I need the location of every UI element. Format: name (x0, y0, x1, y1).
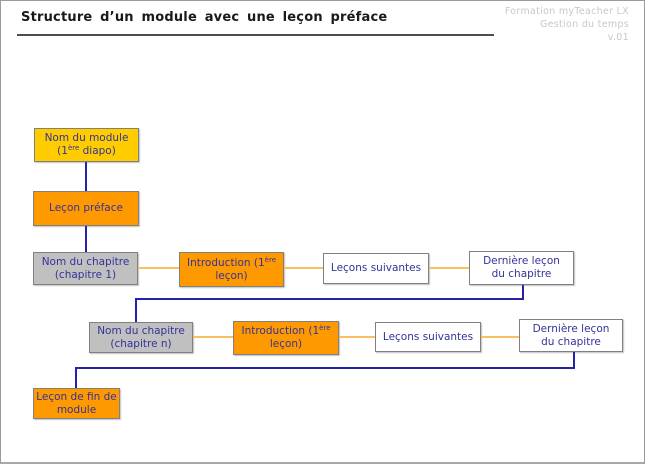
connector-chapitren-intro (193, 336, 233, 338)
slide-meta: Formation myTeacher LX Gestion du temps … (505, 5, 629, 44)
connector-row4-to-fin (75, 367, 77, 388)
connector-row4-across (75, 367, 575, 369)
connector-row3-to-chapitren (135, 298, 137, 322)
node-chapitre-1: Nom du chapitre (chapitre 1) (33, 252, 138, 285)
connector-intron-suivantes (339, 336, 375, 338)
connector-suivantes1-derniere (429, 267, 469, 269)
connector-chapitre1-intro (138, 267, 179, 269)
node-lecons-suivantes-n: Leçons suivantes (375, 322, 481, 352)
node-introduction-n: Introduction (1ère leçon) (233, 321, 339, 355)
node-module-name: Nom du module (1ère diapo) (34, 128, 139, 162)
slide-title: Structure d’un module avec une leçon pré… (21, 10, 388, 25)
connector-row3-across (135, 298, 524, 300)
meta-topic: Gestion du temps (539, 19, 629, 30)
connector-row3-down (522, 285, 524, 300)
meta-course: Formation myTeacher LX (504, 6, 629, 17)
node-derniere-lecon-n: Dernière leçon du chapitre (519, 319, 623, 352)
connector-module-to-preface (85, 162, 87, 191)
title-underline (17, 34, 494, 36)
connector-intro1-suivantes (284, 267, 323, 269)
connector-row4-down (573, 352, 575, 369)
node-introduction-1: Introduction (1ère leçon) (179, 252, 284, 287)
node-chapitre-n: Nom du chapitre (chapitre n) (89, 322, 193, 353)
meta-version: v.01 (607, 32, 629, 43)
connector-preface-to-chapitre1 (85, 226, 87, 252)
connector-suivantesn-derniere (481, 336, 519, 338)
node-lecon-preface: Leçon préface (33, 191, 139, 226)
node-derniere-lecon-1: Dernière leçon du chapitre (469, 251, 574, 285)
node-lecon-fin-module: Leçon de fin de module (33, 388, 120, 419)
node-lecons-suivantes-1: Leçons suivantes (323, 253, 429, 284)
